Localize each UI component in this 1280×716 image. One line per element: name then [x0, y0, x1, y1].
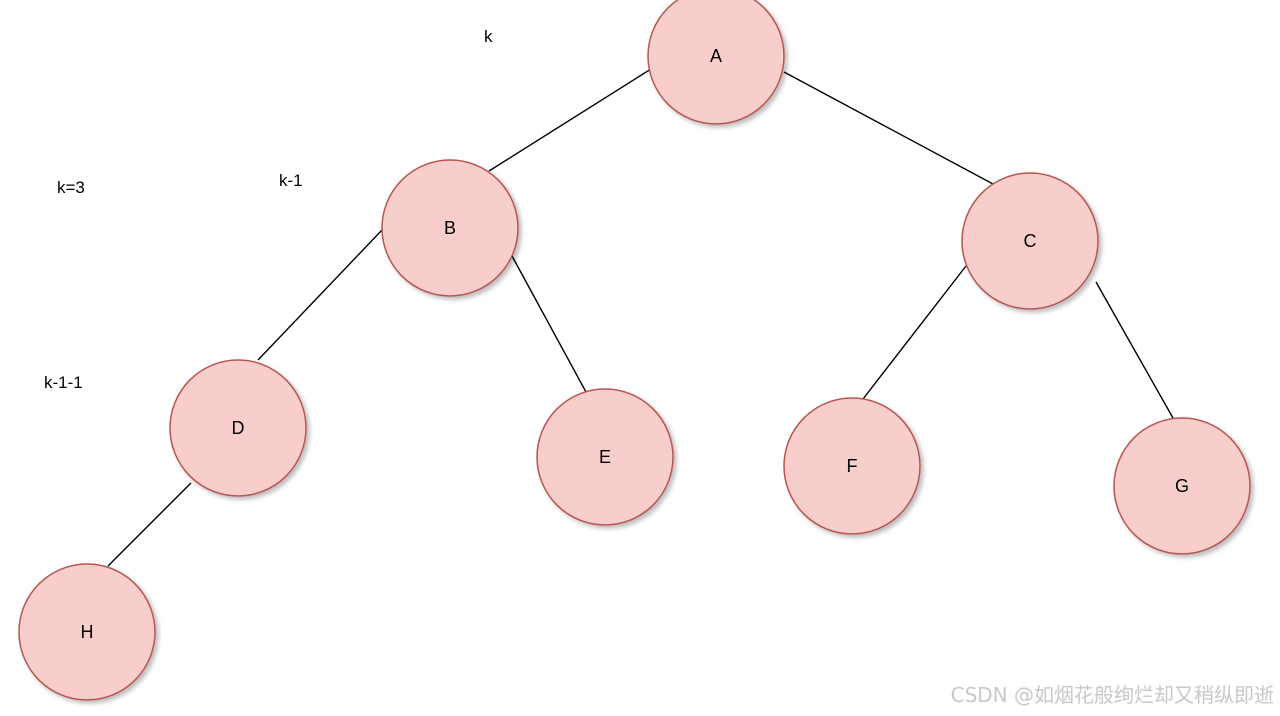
node-g-label: G: [1175, 476, 1189, 496]
edge-A-B: [488, 68, 652, 172]
node-b-label: B: [444, 218, 456, 238]
annotation-k: k: [484, 27, 493, 46]
node-h-label: H: [81, 622, 94, 642]
annotation-k-minus-1: k-1: [279, 171, 303, 190]
annotation-k-minus-1-minus-1: k-1-1: [44, 373, 83, 392]
node-h-circle: [18, 563, 156, 701]
tree-node-f: F: [783, 397, 921, 535]
tree-node-e: E: [536, 388, 674, 526]
annotation-k-equals-3: k=3: [57, 178, 85, 197]
tree-node-c: C: [961, 172, 1099, 310]
csdn-watermark: CSDN @如烟花般绚烂却又稍纵即逝: [950, 683, 1274, 707]
tree-node-h: H: [18, 563, 156, 701]
node-a-circle: [647, 0, 785, 125]
tree-node-b: B: [381, 159, 519, 297]
edge-C-G: [1095, 281, 1174, 419]
node-f-label: F: [847, 456, 858, 476]
node-c-circle: [961, 172, 1099, 310]
node-d-label: D: [232, 418, 245, 438]
node-c-label: C: [1024, 231, 1037, 251]
node-a-label: A: [710, 46, 722, 66]
edges-group: [107, 68, 1174, 567]
edge-C-F: [862, 265, 967, 400]
node-e-label: E: [599, 447, 611, 467]
edge-B-D: [257, 229, 383, 361]
edge-D-H: [107, 482, 192, 567]
edge-B-E: [511, 255, 587, 393]
node-e-circle: [536, 388, 674, 526]
edge-A-C: [783, 71, 994, 185]
node-d-circle: [169, 359, 307, 497]
tree-node-a: A: [647, 0, 785, 125]
tree-node-d: D: [169, 359, 307, 497]
node-f-circle: [783, 397, 921, 535]
node-b-circle: [381, 159, 519, 297]
tree-node-g: G: [1113, 417, 1251, 555]
node-g-circle: [1113, 417, 1251, 555]
